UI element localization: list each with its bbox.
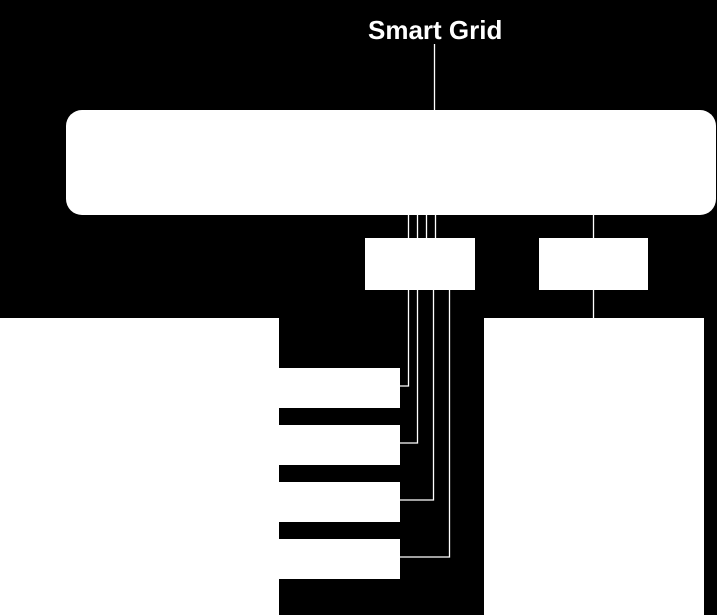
- left-panel-tab-3: [279, 482, 400, 522]
- left-panel-tab-1: [279, 368, 400, 408]
- left-interface-box: [365, 238, 475, 290]
- connector-box-left-to-tab-1: [400, 290, 410, 387]
- left-panel: [0, 318, 279, 615]
- right-interface-box: [539, 238, 648, 290]
- right-panel: [484, 318, 704, 615]
- diagram-title: Smart Grid: [368, 15, 503, 45]
- connector-box-left-to-tab-4: [400, 290, 451, 558]
- connector-box-left-to-tab-2: [400, 290, 419, 444]
- connector-box-left-to-tab-3: [400, 290, 435, 501]
- smart-grid-bar: [66, 110, 716, 215]
- left-panel-tab-2: [279, 425, 400, 465]
- left-panel-tab-4: [279, 539, 400, 579]
